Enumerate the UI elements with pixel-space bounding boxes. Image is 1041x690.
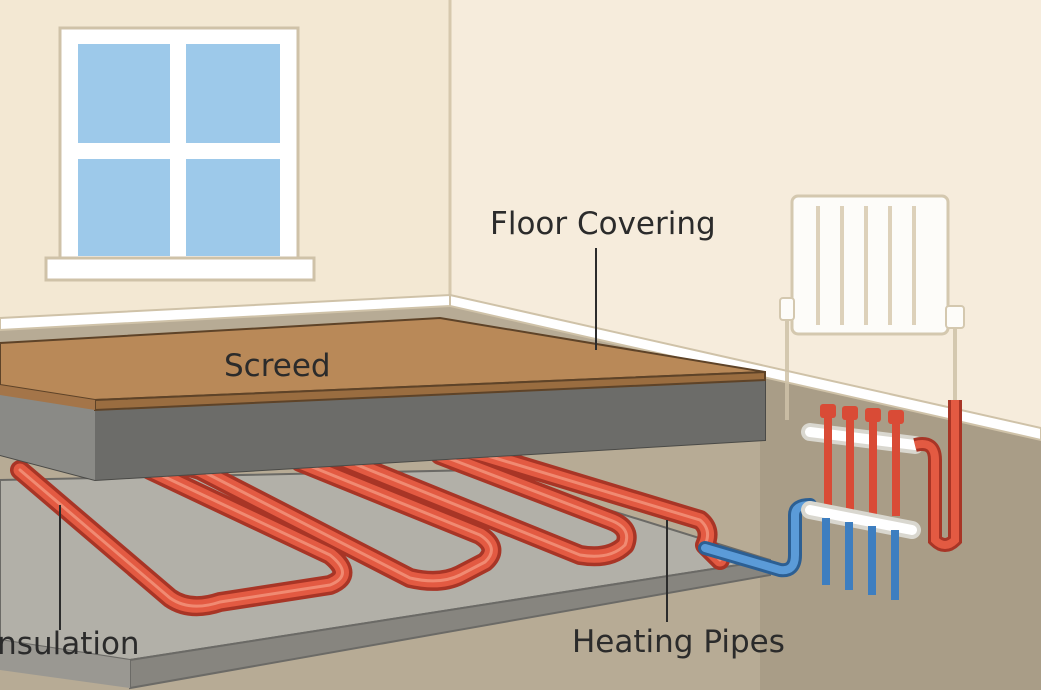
screed-label: Screed <box>224 348 331 384</box>
floor-covering-label: Floor Covering <box>490 206 716 242</box>
manifold <box>801 400 962 600</box>
window <box>44 26 316 282</box>
insulation-label: Insulation <box>0 626 140 662</box>
leader-lines <box>59 248 668 630</box>
heating-pipes-label: Heating Pipes <box>572 624 785 660</box>
radiator <box>779 194 965 420</box>
screed-layer <box>0 316 766 482</box>
